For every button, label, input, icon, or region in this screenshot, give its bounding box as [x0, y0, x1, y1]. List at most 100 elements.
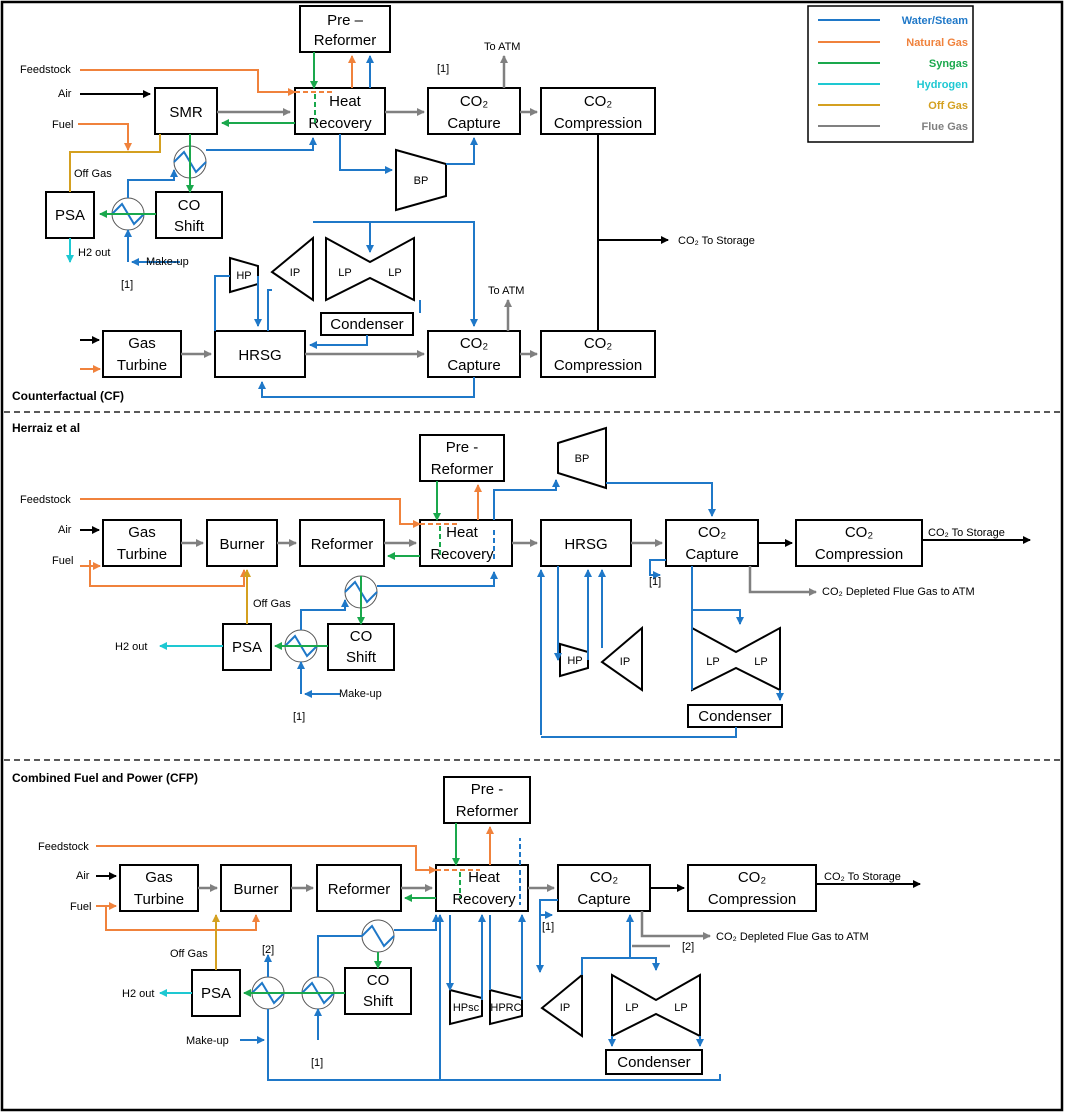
cfp-ref2-label-a: [2] [262, 944, 274, 956]
cfp-air-label: Air [76, 870, 90, 882]
cfp-hpsc-turbine [449, 988, 483, 1026]
cfp-gas-label: Gas [145, 869, 173, 886]
cfp-burner-label: Burner [233, 881, 278, 898]
cf-to-atm-label-2: To ATM [488, 285, 524, 297]
cf-ref1-label-b: [1] [437, 63, 449, 75]
cf-recovery-label: Recovery [308, 115, 372, 132]
cfp-co2-label-1: CO₂ [590, 869, 619, 886]
cf-off-gas-label: Off Gas [74, 168, 112, 180]
cf-prereformer-label-2: Reformer [314, 32, 377, 49]
cf-co2-label-4: CO₂ [584, 335, 613, 352]
hz-ref1-label-a: [1] [293, 711, 305, 723]
cf-turbine-label: Turbine [117, 357, 167, 374]
hz-h2-out-label: H2 out [115, 641, 147, 653]
cf-to-atm-label-1: To ATM [484, 41, 520, 53]
cf-psa-label: PSA [55, 207, 85, 224]
hz-condenser-label: Condenser [698, 708, 771, 725]
cf-ip-turbine [270, 235, 314, 302]
hz-section-title: Herraiz et al [12, 421, 80, 435]
cfp-turbine-label: Turbine [134, 891, 184, 908]
legend-water-steam: Water/Steam [902, 15, 968, 27]
hz-feedstock-label: Feedstock [20, 494, 71, 506]
cf-prereformer-label-1: Pre – [327, 12, 364, 29]
cf-co2-label-3: CO₂ [460, 335, 489, 352]
cf-air-label: Air [58, 88, 72, 100]
cfp-heat-label: Heat [468, 869, 501, 886]
hz-gas-label: Gas [128, 524, 156, 541]
cf-heat-label: Heat [329, 93, 362, 110]
legend: Water/Steam Natural Gas Syngas Hydrogen … [807, 5, 974, 143]
cf-shift-label: Shift [174, 218, 205, 235]
hz-lp-label-2: LP [754, 656, 767, 668]
cfp-lp-label-1: LP [625, 1002, 638, 1014]
hz-off-gas-label: Off Gas [253, 598, 291, 610]
cfp-make-up-label: Make-up [186, 1035, 229, 1047]
hz-fuel-label: Fuel [52, 555, 73, 567]
cf-hrsg-label: HRSG [238, 347, 281, 364]
cf-co2-storage-label: CO₂ To Storage [678, 235, 755, 247]
cf-co2-label-1: CO₂ [460, 93, 489, 110]
hz-bp-turbine [557, 426, 607, 490]
cfp-depleted-label: CO₂ Depleted Flue Gas to ATM [716, 931, 869, 943]
cf-smr-label: SMR [169, 104, 203, 121]
cfp-off-gas-label: Off Gas [170, 948, 208, 960]
hz-heat-label: Heat [446, 524, 479, 541]
hz-depleted-label: CO₂ Depleted Flue Gas to ATM [822, 586, 975, 598]
hz-ip-label: IP [620, 656, 630, 668]
cf-lp-turbine [325, 236, 415, 302]
hz-hp-turbine [559, 642, 589, 678]
cf-bp-turbine [395, 148, 447, 212]
cfp-hpsc-label: HPsc [453, 1002, 480, 1014]
cfp-psa-label: PSA [201, 985, 231, 1002]
cfp-prereformer-label-2: Reformer [456, 803, 519, 820]
cfp-co2-label-2: CO₂ [738, 869, 767, 886]
cfp-ref2-label-b: [2] [682, 941, 694, 953]
hz-capture-label: Capture [685, 546, 738, 563]
section-herraiz: Herraiz et al Pre - Reformer Gas Turbine… [12, 421, 1031, 738]
hz-prereformer-label-2: Reformer [431, 461, 494, 478]
hz-ref1-label-b: [1] [649, 576, 661, 588]
legend-hydrogen: Hydrogen [917, 79, 969, 91]
hz-make-up-label: Make-up [339, 688, 382, 700]
hz-ip-turbine [600, 625, 643, 692]
hz-reformer-label: Reformer [311, 536, 374, 553]
legend-off-gas: Off Gas [928, 100, 968, 112]
hz-shift-label: Shift [346, 649, 377, 666]
cf-co2-label-2: CO₂ [584, 93, 613, 110]
hz-air-label: Air [58, 524, 72, 536]
cfp-feedstock-label: Feedstock [38, 841, 89, 853]
hz-hp-label: HP [567, 655, 582, 667]
hz-burner-label: Burner [219, 536, 264, 553]
hz-lp-label-1: LP [706, 656, 719, 668]
cf-make-up-label: Make-up [146, 256, 189, 268]
cfp-hprc-label: HPRC [490, 1002, 521, 1014]
cfp-shift-label: Shift [363, 993, 394, 1010]
cfp-lp-label-2: LP [674, 1002, 687, 1014]
cf-hp-label: HP [236, 270, 251, 282]
cfp-recovery-label: Recovery [452, 891, 516, 908]
cfp-co2-storage-label: CO₂ To Storage [824, 871, 901, 883]
cf-gas-label: Gas [128, 335, 156, 352]
legend-natural-gas: Natural Gas [906, 37, 968, 49]
cfp-h2-out-label: H2 out [122, 988, 154, 1000]
cf-ip-label: IP [290, 267, 300, 279]
hz-bp-label: BP [575, 453, 590, 465]
legend-syngas: Syngas [929, 58, 968, 70]
cfp-section-title: Combined Fuel and Power (CFP) [12, 771, 198, 785]
cf-capture-label-2: Capture [447, 357, 500, 374]
cfp-ref1-label-b: [1] [542, 921, 554, 933]
section-cfp: Combined Fuel and Power (CFP) Pre - Refo… [12, 771, 921, 1081]
hz-prereformer-label-1: Pre - [446, 439, 479, 456]
cf-bp-label: BP [414, 175, 429, 187]
hz-co2-label-1: CO₂ [698, 524, 727, 541]
hz-co2-label-2: CO₂ [845, 524, 874, 541]
cfp-ref1-label-a: [1] [311, 1057, 323, 1069]
hz-co-label: CO [350, 628, 373, 645]
cf-capture-label-1: Capture [447, 115, 500, 132]
cfp-prereformer-label-1: Pre - [471, 781, 504, 798]
cfp-capture-label: Capture [577, 891, 630, 908]
cf-compression-label-2: Compression [554, 357, 642, 374]
cf-section-title: Counterfactual (CF) [12, 389, 124, 403]
hz-co2-storage-label: CO₂ To Storage [928, 527, 1005, 539]
